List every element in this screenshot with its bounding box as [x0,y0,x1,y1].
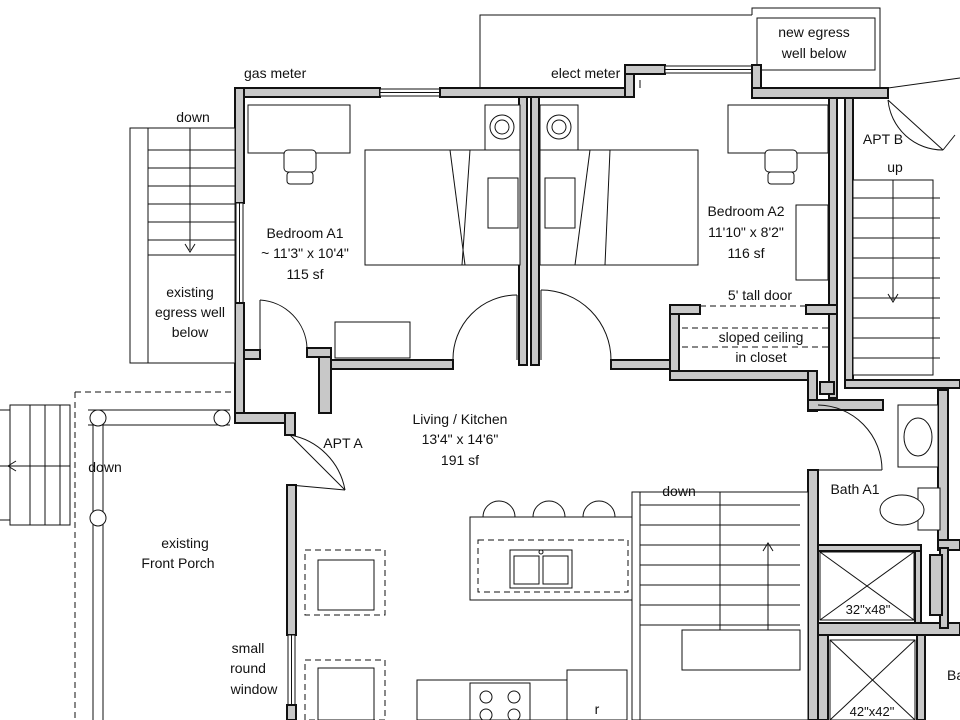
existing-egress-label: existing [166,284,213,300]
chair-a1-icon [283,149,317,185]
bath-partial-label: Ba [947,667,960,683]
sloped-ceiling-label-2: in closet [735,349,786,365]
small-window-label-3: window [230,681,279,697]
stool-icon [582,500,616,518]
five-ft-door-label: 5' tall door [728,287,792,303]
existing-egress-label-3: below [172,324,209,340]
nightstand-a1 [487,177,519,229]
small-window-label-2: round [230,660,266,676]
vanity [897,404,939,468]
sink-icon [509,549,573,589]
lavatory-icon [903,417,933,457]
chair-icon [304,549,386,616]
porch-column-icon [213,409,231,427]
up-label: up [887,159,903,175]
front-porch-label-2: Front Porch [141,555,214,571]
elect-meter-label: elect meter [551,65,621,81]
desk-a2 [727,104,829,154]
chair-icon [304,659,386,720]
left-stair [129,127,236,364]
doors [259,77,960,491]
top-context-lines [479,7,881,90]
left-window [235,202,244,304]
exterior-walls [234,64,960,720]
living-kitchen-name: Living / Kitchen [413,411,508,427]
bedroom-a1-furniture [247,104,521,359]
interior-walls [243,96,960,720]
existing-egress-label-2: egress well [155,304,225,320]
stool-icon [532,500,566,518]
chair-a2-icon [764,149,798,185]
nightstand-a2 [544,177,576,229]
bedroom-a2-dims: 11'10" x 8'2" [708,224,784,240]
new-egress-label-2: well below [781,45,847,61]
shower-42x42-label: 42"x42" [850,704,895,719]
porch-column-icon [89,409,107,427]
bedroom-a2-area: 116 sf [727,245,764,261]
top-window-left [379,88,441,97]
living-kitchen-dims: 13'4" x 14'6" [422,431,499,447]
fridge [566,669,628,720]
range-icon [416,679,568,720]
desk-a1 [247,104,351,154]
bedroom-a1-name: Bedroom A1 [266,225,343,241]
porch-column-icon [89,509,107,527]
down-left-label: down [176,109,209,125]
small-window-label: small [232,640,265,656]
stool-icon [482,500,516,518]
labels: gas meter elect meter new egress well be… [88,24,960,719]
apt-b-stair [852,179,940,376]
bedroom-a1-dims: ~ 11'3" x 10'4" [261,245,349,261]
kitchen-furniture [304,500,636,720]
living-kitchen-area: 191 sf [441,452,479,468]
apt-b-label: APT B [863,131,903,147]
down-center-label: down [662,483,695,499]
bath-fixtures [819,404,941,720]
bedroom-a1-area: 115 sf [286,266,323,282]
dryer-icon [539,104,579,151]
dresser-a1 [334,321,411,359]
front-porch [0,391,235,720]
fridge-label: r [595,701,600,717]
top-window-right [664,65,756,74]
new-egress-label: new egress [778,24,850,40]
shower-32x48-label: 32"x48" [846,602,891,617]
bedroom-a2-furniture [539,104,830,348]
front-porch-label: existing [161,535,208,551]
center-stair [631,491,809,720]
bath-a1-label: Bath A1 [830,481,879,497]
apt-a-label: APT A [323,435,363,451]
sloped-ceiling-label: sloped ceiling [719,329,804,345]
toilet-icon [879,487,941,531]
small-round-window [287,634,296,706]
down-porch-label: down [88,459,121,475]
bedroom-a2-name: Bedroom A2 [707,203,784,219]
gas-meter-label: gas meter [244,65,307,81]
dresser-a2 [795,204,829,281]
